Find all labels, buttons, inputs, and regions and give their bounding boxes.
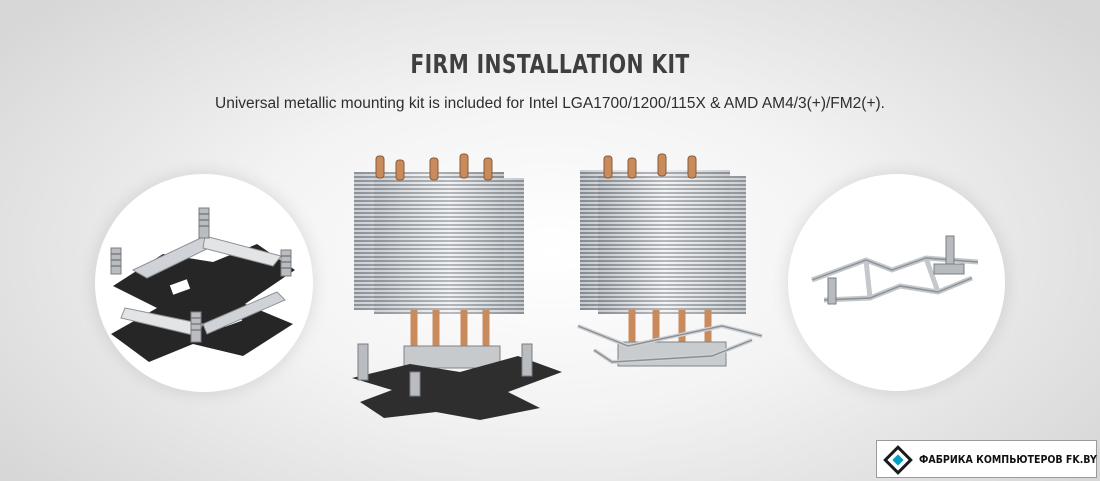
page-title: FIRM INSTALLATION KIT [410,50,690,80]
intel-bracket-illustration [110,207,295,362]
cooler-amd-image [572,150,772,420]
page-subtitle: Universal metallic mounting kit is inclu… [215,95,885,112]
watermark-logo: ФАБРИКА КОМПЬЮТЕРОВ FK.BY [876,440,1097,478]
cooler-amd-illustration [577,153,763,367]
amd-clip-image [788,174,1005,391]
cooler-intel-image [340,150,570,420]
diamond-logo-icon [883,445,913,475]
cooler-intel-illustration [352,153,562,420]
amd-clip-illustration [811,235,979,305]
watermark-text: ФАБРИКА КОМПЬЮТЕРОВ FK.BY [919,453,1097,466]
intel-bracket-image [95,174,313,392]
